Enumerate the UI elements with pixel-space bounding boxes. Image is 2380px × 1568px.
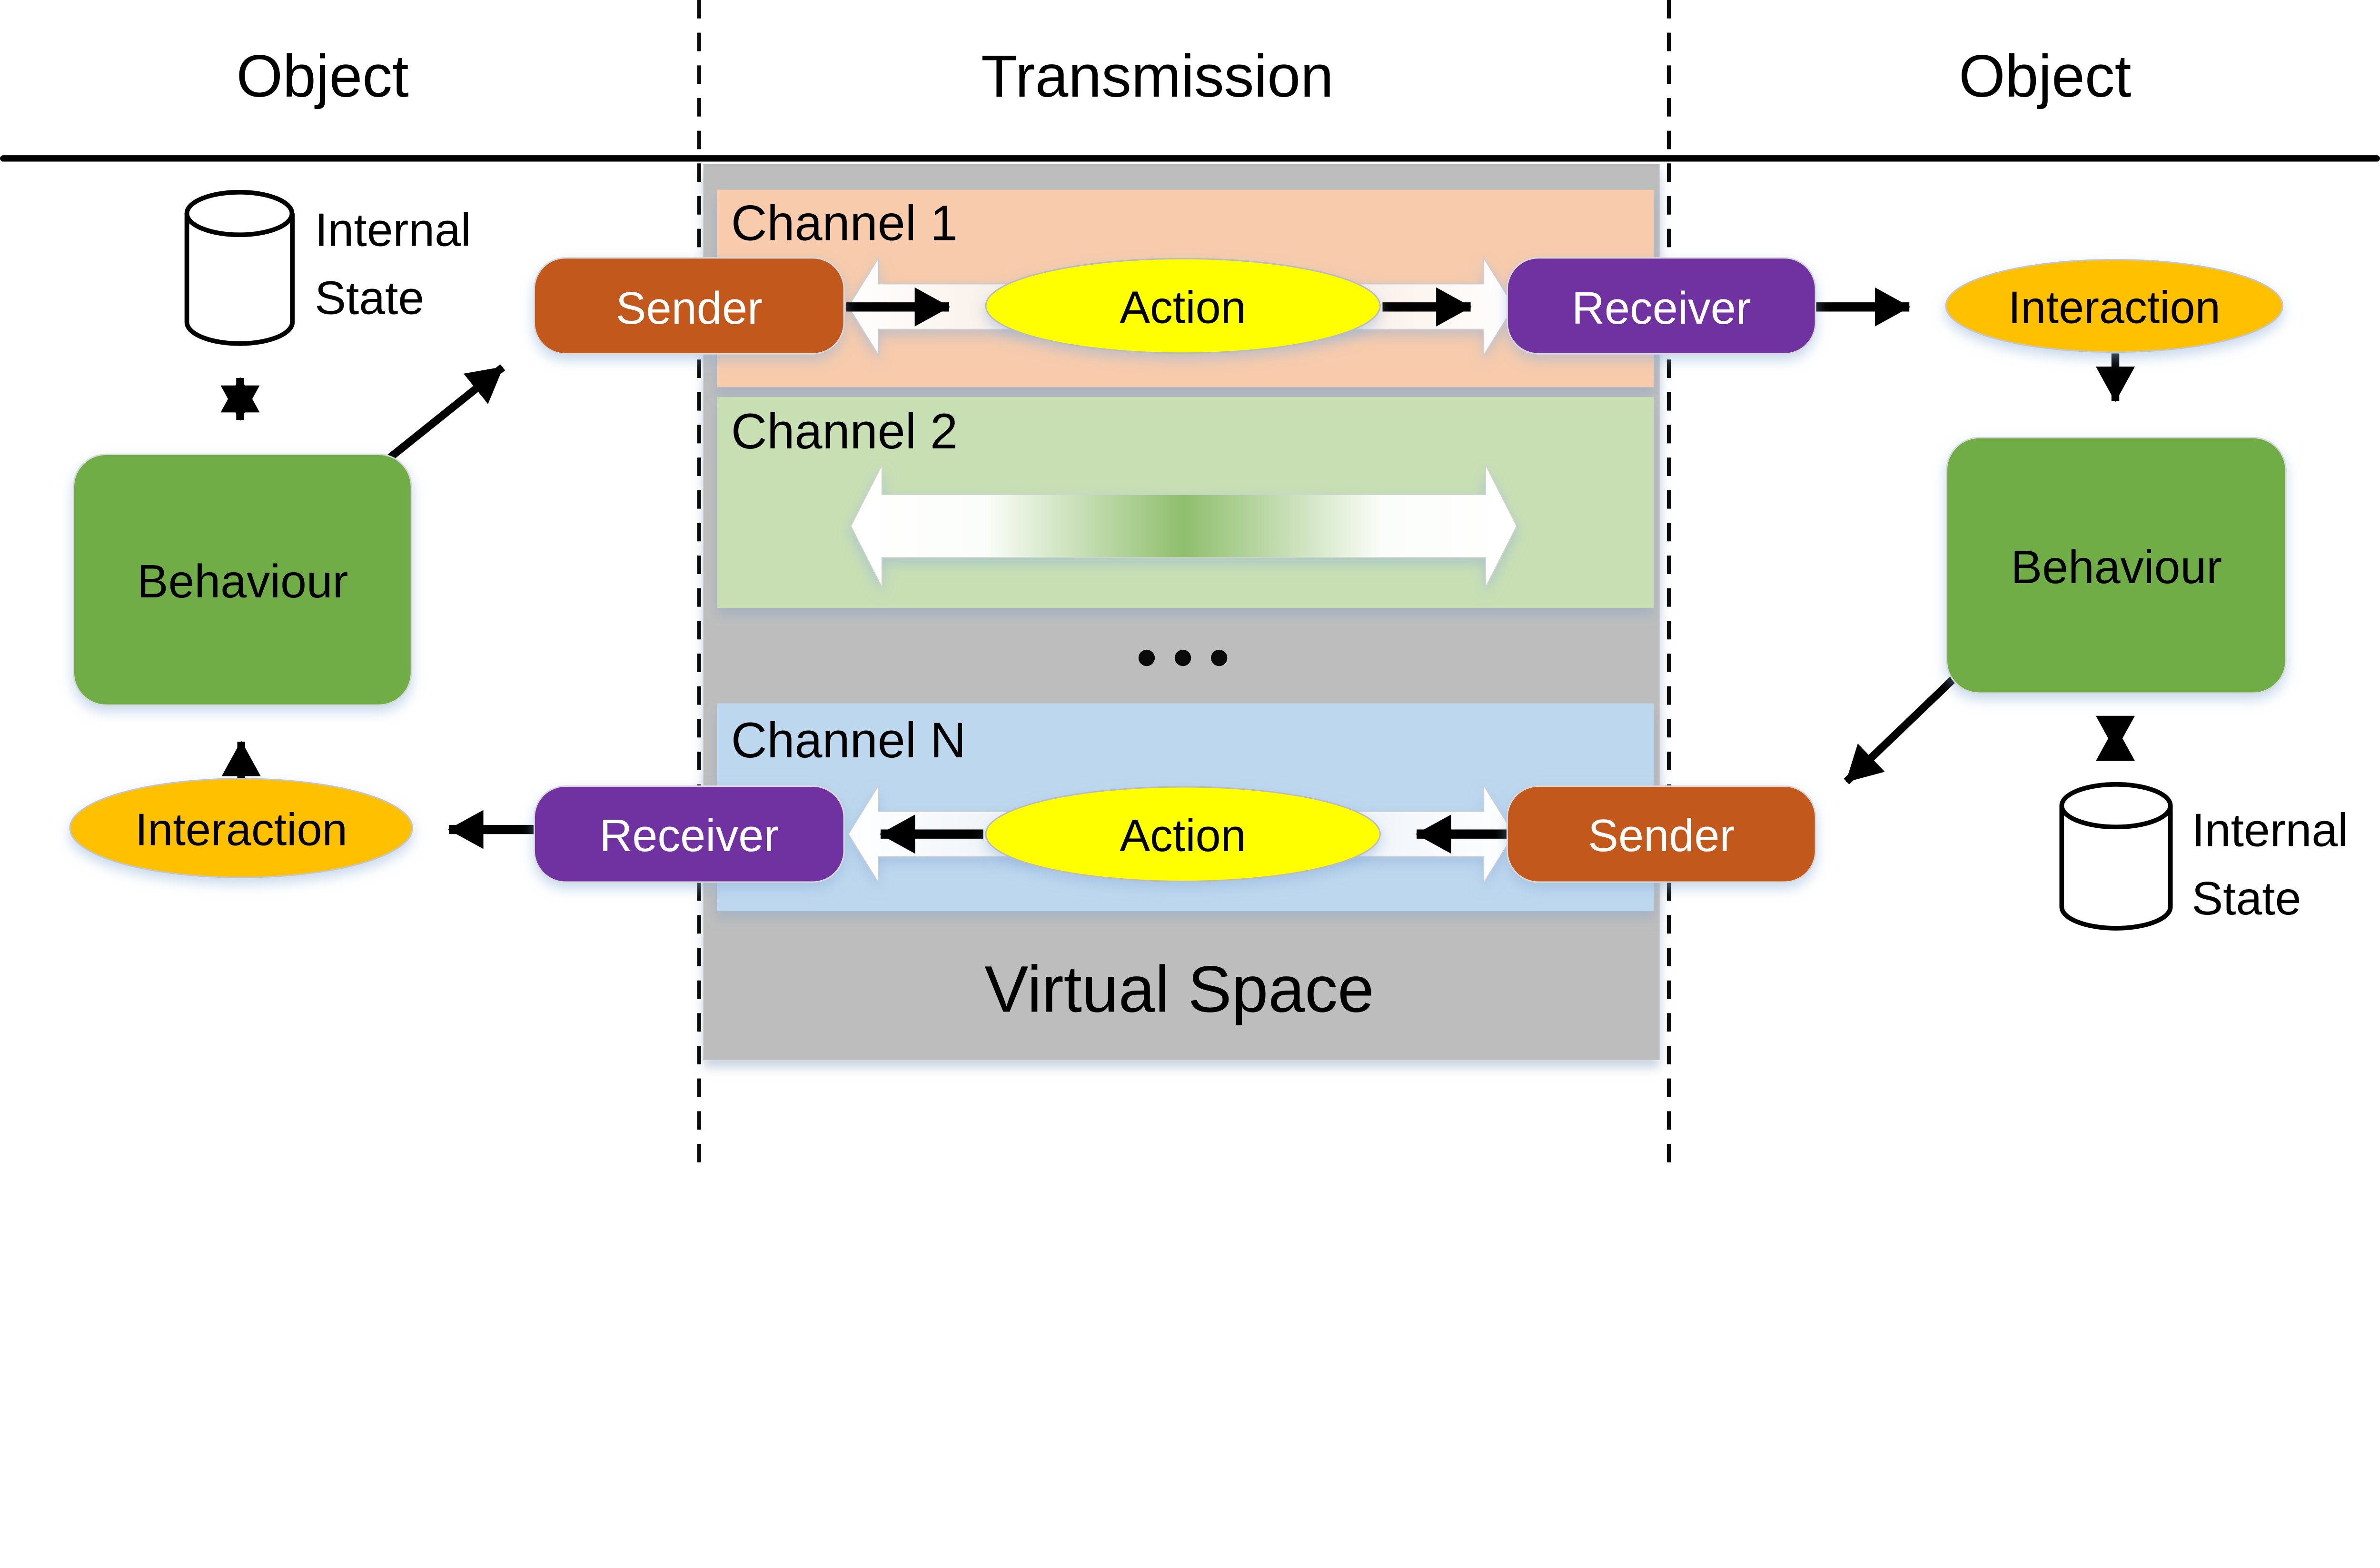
diagram-canvas: Object Transmission Object Channel 1 Cha… (0, 0, 2380, 1171)
channel-2-double-block-arrow (850, 464, 1517, 588)
behaviour-box-right (1946, 437, 2287, 694)
database-cylinder-icon (2059, 782, 2173, 931)
interaction-label-left: Interaction (135, 804, 347, 855)
channel-2-label: Channel 2 (731, 404, 958, 459)
ellipsis-icon (1138, 649, 1228, 666)
interaction-ellipse-right (1945, 259, 2284, 353)
behaviour-label-left: Behaviour (137, 555, 348, 607)
right-object-title: Object (1959, 43, 2131, 109)
left-object-panel: Internal State Behaviour Interaction (69, 189, 471, 878)
transmission-title: Transmission (981, 43, 1334, 109)
channel-n-nodes: Receiver Action Sender (533, 785, 1816, 883)
left-object-connectors (220, 364, 535, 849)
behaviour-box-left (72, 453, 412, 706)
internal-state-label-left-line1: Internal (315, 203, 471, 256)
sender-box-chn (1506, 785, 1816, 883)
right-object-connectors (1815, 287, 2135, 784)
sender-label-ch1: Sender (616, 283, 763, 334)
action-label-chn: Action (1120, 811, 1246, 861)
receiver-label-chn: Receiver (599, 811, 779, 861)
arrow-behaviour-to-sender-right (1844, 671, 1961, 784)
interaction-label-right: Interaction (2008, 282, 2221, 333)
channel-n-label: Channel N (731, 713, 966, 768)
architecture-diagram: Object Transmission Object Channel 1 Cha… (0, 0, 2380, 1171)
sender-label-chn: Sender (1588, 811, 1735, 861)
arrow-behaviour-to-sender-left (387, 364, 506, 461)
action-ellipse-chn (985, 786, 1381, 882)
header-divider-line (0, 155, 2380, 162)
left-object-title: Object (236, 43, 408, 109)
database-cylinder-icon (184, 189, 295, 346)
receiver-label-ch1: Receiver (1572, 283, 1751, 334)
internal-state-label-right-line1: Internal (2192, 804, 2348, 856)
behaviour-label-right: Behaviour (2011, 541, 2222, 593)
channel-1-label: Channel 1 (731, 195, 958, 251)
channel-1-nodes: Sender Action Receiver (533, 257, 1816, 355)
action-ellipse-ch1 (985, 258, 1381, 354)
header-row: Object Transmission Object (0, 43, 2380, 162)
receiver-box-ch1 (1506, 257, 1816, 355)
right-object-panel: Interaction Behaviour Internal State (1945, 259, 2348, 931)
action-label-ch1: Action (1120, 282, 1246, 333)
interaction-ellipse-left (69, 778, 413, 878)
virtual-space-title: Virtual Space (984, 953, 1374, 1026)
internal-state-label-left-line2: State (315, 272, 424, 324)
internal-state-label-right-line2: State (2192, 872, 2301, 924)
receiver-box-chn (533, 785, 845, 883)
sender-box-ch1 (533, 257, 845, 355)
